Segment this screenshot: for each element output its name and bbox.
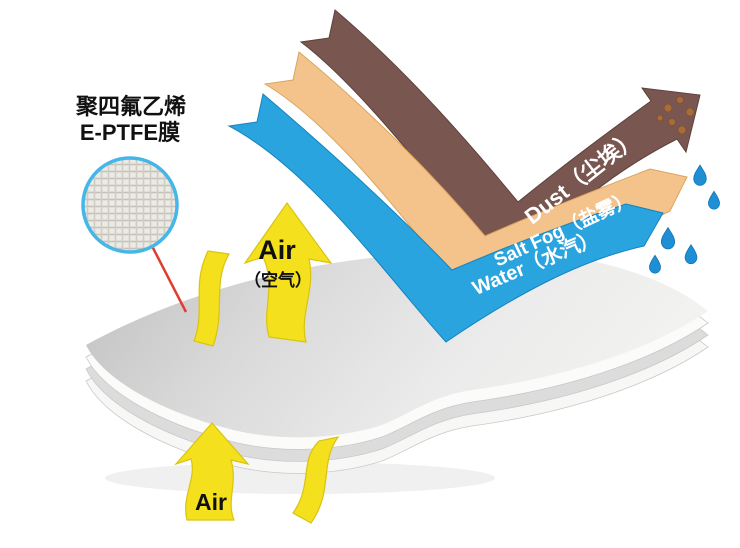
dust-particle-icon (676, 96, 684, 104)
air-flow-top (193, 201, 333, 347)
material-title-line1: 聚四氟乙烯 (75, 94, 186, 119)
water-ribbon-arrow (227, 93, 664, 343)
water-droplets (649, 164, 720, 274)
droplet-icon (684, 243, 698, 265)
membrane-top-surface (86, 250, 708, 438)
dust-particles (656, 96, 695, 135)
membrane-layers (85, 250, 709, 474)
air-top-sublabel: （空气） (244, 270, 312, 290)
membrane-magnifier-circle (81, 156, 179, 254)
material-title-line2: E-PTFE膜 (80, 120, 180, 145)
droplet-icon (708, 190, 720, 210)
air-swoosh-bottom (292, 436, 340, 524)
dust-particle-icon (668, 118, 676, 126)
air-stream-left (193, 250, 230, 347)
dust-particle-icon (677, 125, 687, 135)
ribbon-arrows (227, 9, 701, 343)
droplet-icon (693, 164, 707, 186)
air-arrow-up (243, 201, 333, 343)
droplet-icon (660, 226, 676, 250)
air-bottom-label: Air (195, 489, 227, 515)
magnifier-pointer-line (150, 245, 188, 313)
air-flow-bottom (174, 422, 340, 524)
dust-particle-icon (663, 103, 673, 113)
droplet-icon (649, 254, 661, 274)
dust-particle-icon (656, 114, 664, 122)
dust-particle-icon (685, 107, 695, 117)
air-arrow-bottom (174, 422, 250, 521)
air-top-label: Air (258, 235, 296, 265)
